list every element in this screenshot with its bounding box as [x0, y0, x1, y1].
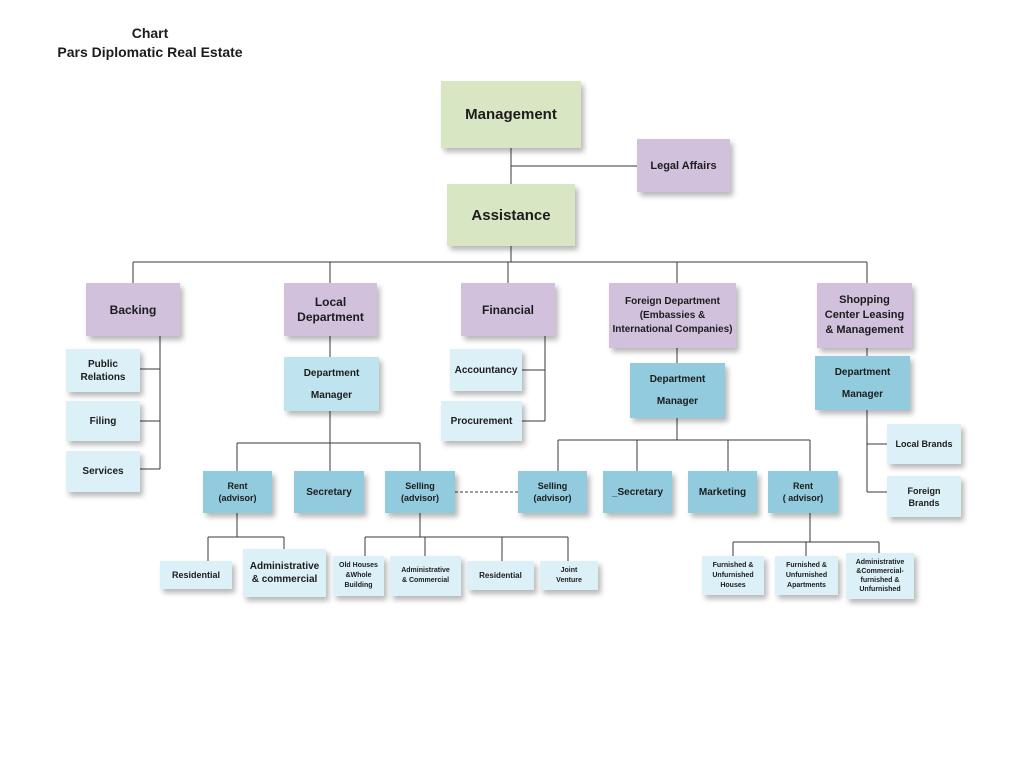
marketing-node: Marketing [688, 471, 757, 513]
local-rent-advisor-node: Rent (advisor) [203, 471, 272, 513]
local-department-manager-node: Department Manager [284, 357, 379, 411]
joint-venture-node: Joint Venture [540, 561, 598, 590]
services-node: Services [66, 451, 140, 492]
old-houses-node: Old Houses &Whole Building [333, 556, 384, 596]
local-brands-node: Local Brands [887, 424, 961, 464]
filing-node: Filing [66, 401, 140, 441]
local-department-node: Local Department [284, 283, 377, 336]
foreign-secretary-node: _Secretary [603, 471, 672, 513]
chart-title: Chart Pars Diplomatic Real Estate [40, 24, 260, 62]
financial-node: Financial [461, 283, 555, 336]
foreign-department-manager-node: Department Manager [630, 363, 725, 418]
sell-residential-node: Residential [467, 561, 534, 590]
foreign-selling-advisor-node: Selling (advisor) [518, 471, 587, 513]
rent-residential-node: Residential [160, 561, 232, 589]
furnished-apartments-node: Furnished & Unfurnished Apartments [775, 556, 838, 595]
procurement-node: Procurement [441, 401, 522, 441]
shopping-center-node: Shopping Center Leasing & Management [817, 283, 912, 348]
backing-node: Backing [86, 283, 180, 336]
foreign-brands-node: Foreign Brands [887, 476, 961, 517]
sell-admin-commercial-node: Administrative & Commercial [390, 556, 461, 596]
title-line: Chart [131, 25, 169, 41]
shopping-department-manager-node: Department Manager [815, 356, 910, 410]
rent-admin-commercial-node: Administrative & commercial [243, 549, 326, 597]
furnished-houses-node: Furnished & Unfurnished Houses [702, 556, 764, 595]
foreign-department-node: Foreign Department (Embassies & Internat… [609, 283, 736, 348]
accountancy-node: Accountancy [450, 349, 522, 391]
admin-commercial-furnished-node: Administrative &Commercial- furnished & … [846, 553, 914, 599]
local-selling-advisor-node: Selling (advisor) [385, 471, 455, 513]
assistance-node: Assistance [447, 184, 575, 246]
local-secretary-node: Secretary [294, 471, 364, 513]
legal-affairs-node: Legal Affairs [637, 139, 730, 192]
foreign-rent-advisor-node: Rent ( advisor) [768, 471, 838, 513]
management-node: Management [441, 81, 581, 148]
subtitle-line: Pars Diplomatic Real Estate [57, 44, 243, 60]
public-relations-node: Public Relations [66, 349, 140, 392]
